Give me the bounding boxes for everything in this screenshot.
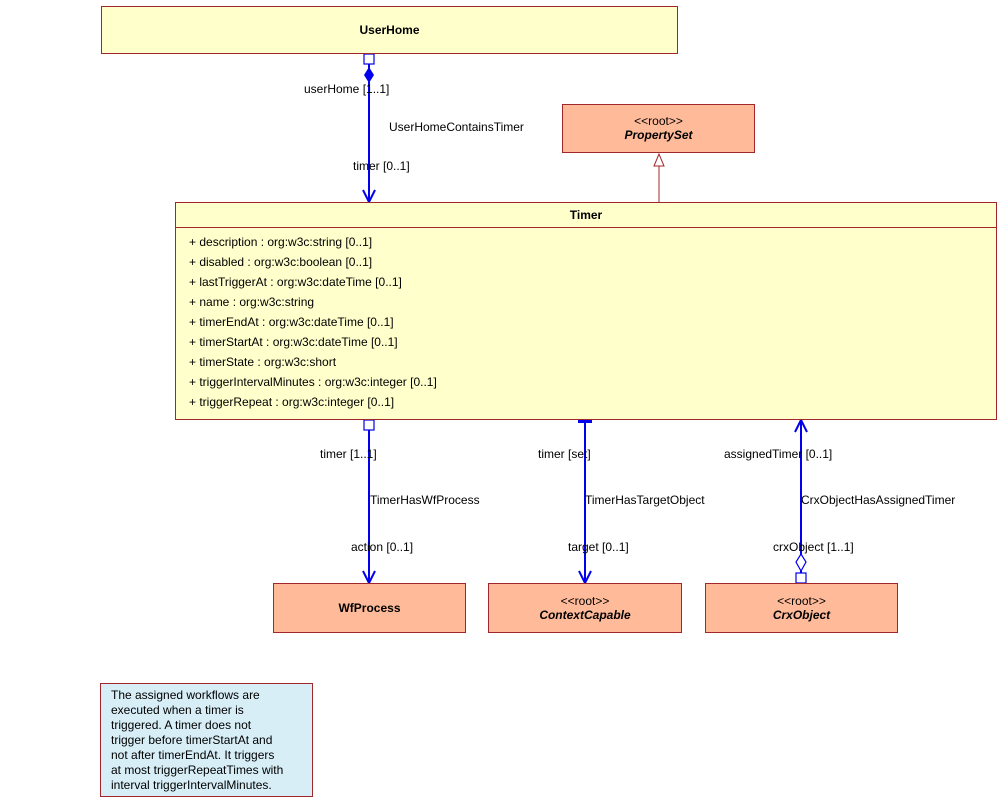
- attribute: + name : org:w3c:string: [189, 295, 315, 309]
- association-name-userhomecontainstimer: UserHomeContainsTimer: [389, 120, 524, 134]
- attribute: + triggerRepeat : org:w3c:integer [0..1]: [189, 395, 395, 409]
- edge-userhome-timer: [362, 53, 376, 205]
- class-propertyset[interactable]: <<root>> PropertySet: [562, 104, 755, 153]
- class-propertyset-name: PropertySet: [624, 128, 693, 142]
- class-wfprocess[interactable]: WfProcess: [273, 583, 466, 633]
- association-name-crxobjecthasassignedtimer: CrxObjectHasAssignedTimer: [801, 493, 956, 507]
- edge-userhome-source-square: [363, 53, 375, 65]
- edge-userhome-composition-diamond: [364, 67, 374, 83]
- attribute: + lastTriggerAt : org:w3c:dateTime [0..1…: [189, 275, 402, 289]
- class-timer-name: Timer: [569, 208, 603, 222]
- role-action: action [0..1]: [351, 540, 414, 554]
- attribute: + timerEndAt : org:w3c:dateTime [0..1]: [189, 315, 394, 329]
- class-contextcapable-stereotype: <<root>>: [560, 593, 610, 608]
- class-userhome[interactable]: UserHome: [101, 6, 678, 54]
- attribute: + timerState : org:w3c:short: [189, 355, 337, 369]
- note-text: The assigned workflows are executed when…: [111, 688, 284, 792]
- note: The assigned workflows are executed when…: [100, 683, 313, 797]
- class-contextcapable-name: ContextCapable: [539, 607, 631, 622]
- attribute: + description : org:w3c:string [0..1]: [189, 235, 373, 249]
- edge-crxobject-timer: [794, 417, 808, 584]
- attribute: + triggerIntervalMinutes : org:w3c:integ…: [189, 375, 437, 389]
- class-crxobject-stereotype: <<root>>: [777, 593, 826, 608]
- edge-crx-aggregation-diamond: [795, 552, 807, 573]
- attribute: + timerStartAt : org:w3c:dateTime [0..1]: [189, 335, 398, 349]
- class-crxobject[interactable]: <<root>> CrxObject: [705, 583, 898, 633]
- role-target: target [0..1]: [568, 540, 629, 554]
- role-userhome: userHome [1..1]: [304, 82, 390, 96]
- role-timer-in-userhome: timer [0..1]: [353, 159, 410, 173]
- attribute: + disabled : org:w3c:boolean [0..1]: [189, 255, 373, 269]
- class-contextcapable[interactable]: <<root>> ContextCapable: [488, 583, 682, 633]
- role-timer-in-target: timer [set]: [538, 447, 591, 461]
- class-propertyset-stereotype: <<root>>: [634, 114, 683, 128]
- association-name-timerhaswfprocess: TimerHasWfProcess: [370, 493, 480, 507]
- class-crxobject-name: CrxObject: [772, 607, 831, 622]
- class-userhome-name: UserHome: [359, 23, 420, 37]
- edge-crx-source-square: [795, 572, 807, 584]
- class-timer-header: Timer: [176, 203, 996, 228]
- edge-contextcapable-source-bar: [578, 419, 592, 423]
- role-crxobject: crxObject [1..1]: [773, 540, 854, 554]
- role-timer-in-wfprocess: timer [1..1]: [320, 447, 377, 461]
- class-timer[interactable]: Timer + description : org:w3c:string [0.…: [175, 202, 997, 420]
- class-timer-attributes: + description : org:w3c:string [0..1] + …: [189, 235, 437, 415]
- edge-timer-propertyset-generalization: [653, 152, 665, 202]
- role-assignedtimer: assignedTimer [0..1]: [724, 447, 833, 461]
- edge-wfprocess-source-square: [363, 419, 375, 431]
- association-name-timerhastargetobject: TimerHasTargetObject: [585, 493, 705, 507]
- class-wfprocess-name: WfProcess: [338, 601, 401, 615]
